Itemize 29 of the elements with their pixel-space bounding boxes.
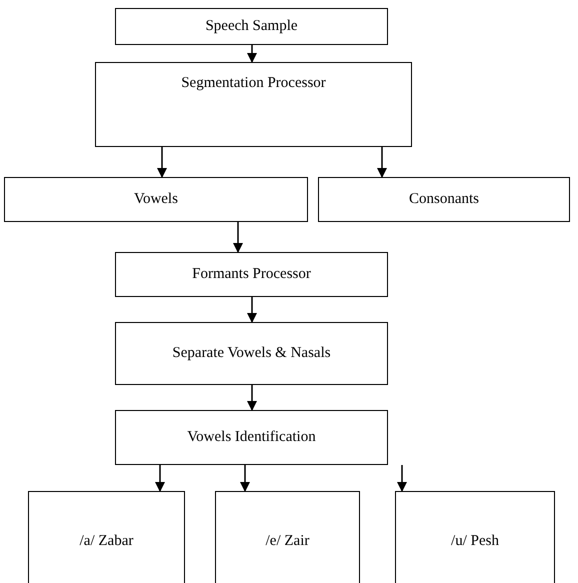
box-label: Speech Sample	[205, 18, 298, 35]
process-box	[318, 177, 570, 222]
process-box	[215, 491, 360, 583]
arrow	[397, 465, 407, 492]
process-box	[115, 322, 388, 385]
arrow	[247, 385, 257, 411]
process-box	[115, 410, 388, 465]
box-label: Consonants	[408, 191, 479, 208]
process-box	[395, 491, 555, 583]
arrow	[377, 147, 387, 178]
process-box	[115, 252, 388, 297]
box-label: Vowels	[134, 191, 178, 208]
arrow	[155, 465, 165, 492]
box-label: Segmentation Processor	[181, 75, 326, 92]
box-label: /e/ Zair	[266, 532, 310, 550]
process-box	[115, 8, 388, 45]
process-box	[95, 62, 412, 147]
box-label: Formants Processor	[192, 266, 311, 283]
arrow	[157, 147, 167, 178]
box-label: Vowels Identification	[187, 429, 316, 446]
process-box	[28, 491, 185, 583]
arrow	[240, 465, 250, 492]
box-label: /u/ Pesh	[451, 532, 499, 550]
process-box	[4, 177, 308, 222]
arrow	[233, 222, 243, 253]
box-label: /a/ Zabar	[80, 532, 134, 550]
arrow	[247, 297, 257, 323]
box-label: Separate Vowels & Nasals	[172, 345, 331, 362]
arrow	[247, 45, 257, 63]
